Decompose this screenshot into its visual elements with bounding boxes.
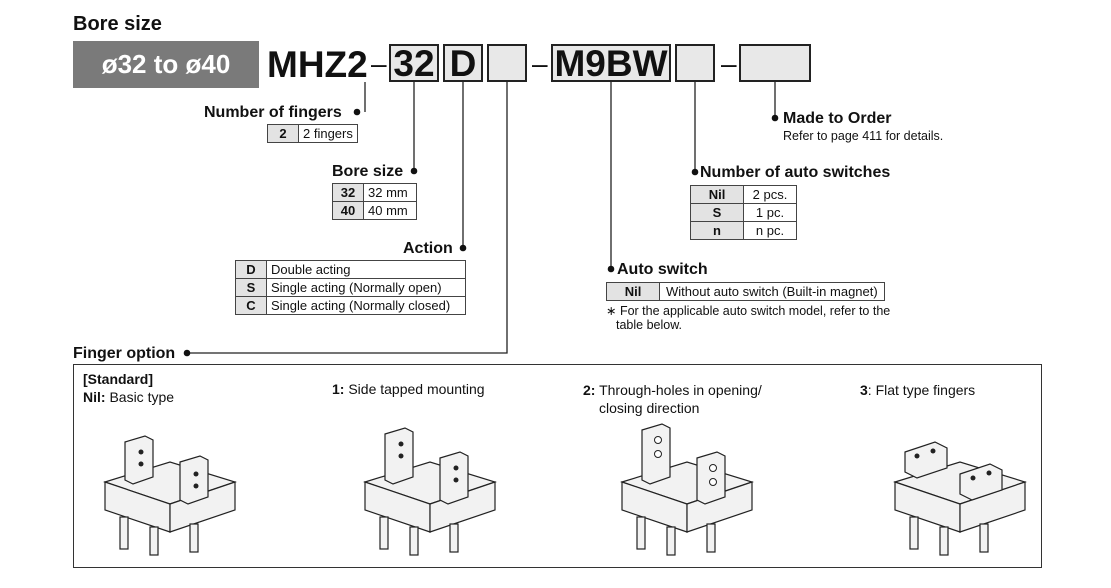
option-standard-heading: [Standard] [83, 371, 153, 387]
dash-1: – [371, 48, 387, 79]
option-3-text: : Flat type fingers [867, 382, 976, 398]
option-standard: [Standard] Nil: Basic type [83, 370, 174, 406]
option-3: 3: Flat type fingers [860, 381, 975, 399]
made-to-order-note: Refer to page 411 for details. [783, 129, 944, 143]
dot-auto-switch [607, 265, 615, 273]
table-row: C Single acting (Normally closed) [235, 296, 466, 315]
option-desc: Single acting (Normally closed) [266, 296, 466, 315]
auto-switch-code-box: M9BW [551, 44, 671, 82]
dot-action [459, 244, 467, 252]
option-nil-text: Basic type [105, 389, 175, 405]
option-key: Nil [606, 282, 660, 301]
auto-switch-table: Nil Without auto switch (Built-in magnet… [606, 282, 885, 301]
finger-option-panel [73, 364, 1042, 568]
auto-switch-note-line2: table below. [616, 318, 683, 332]
dot-finger-option [183, 349, 191, 357]
finger-option-code-box [487, 44, 527, 82]
dot-made-to-order [771, 114, 779, 122]
number-of-auto-switches-table: Nil 2 pcs. S 1 pc. n n pc. [690, 185, 797, 240]
dash-3: – [721, 48, 737, 79]
option-2-text: Through-holes in opening/ [595, 382, 762, 398]
option-key: S [235, 278, 267, 297]
option-2-code: 2: [583, 382, 596, 398]
option-desc: 2 fingers [298, 124, 358, 143]
option-key: C [235, 296, 267, 315]
gripper-basic-illustration [103, 435, 237, 556]
option-key: D [235, 260, 267, 279]
finger-option-label: Finger option [73, 345, 176, 362]
model-prefix: MHZ2 [267, 44, 368, 85]
number-of-fingers-label: Number of fingers [204, 104, 342, 121]
table-row: D Double acting [235, 260, 466, 279]
option-key: 40 [332, 201, 364, 220]
made-to-order-code-box [739, 44, 811, 82]
section-title: Bore size [73, 13, 162, 35]
bore-size-label: Bore size [332, 163, 404, 180]
auto-switch-label: Auto switch [617, 261, 708, 278]
table-row: S 1 pc. [690, 203, 797, 222]
dot-bore [410, 167, 418, 175]
table-row: n n pc. [690, 221, 797, 240]
dash-2: – [532, 48, 548, 79]
option-desc: 2 pcs. [743, 185, 797, 204]
option-desc: 1 pc. [743, 203, 797, 222]
option-key: n [690, 221, 744, 240]
option-2: 2: Through-holes in opening/ closing dir… [583, 381, 762, 417]
number-of-fingers-table: 2 2 fingers [267, 124, 358, 143]
made-to-order-label: Made to Order [783, 110, 892, 127]
option-2-text-line2: closing direction [599, 400, 700, 416]
option-desc: Single acting (Normally open) [266, 278, 466, 297]
option-key: S [690, 203, 744, 222]
table-row: Nil 2 pcs. [690, 185, 797, 204]
number-of-auto-switches-label: Number of auto switches [700, 164, 891, 181]
option-nil-code: Nil: [83, 389, 106, 405]
option-1-text: Side tapped mounting [344, 381, 485, 397]
table-row: 40 40 mm [332, 201, 417, 220]
option-desc: Double acting [266, 260, 466, 279]
gripper-flat-fingers-illustration [893, 441, 1027, 556]
switch-count-code-box [675, 44, 715, 82]
action-table: D Double acting S Single acting (Normall… [235, 260, 466, 315]
gripper-through-holes-illustration [620, 423, 754, 556]
option-key: Nil [690, 185, 744, 204]
option-desc: n pc. [743, 221, 797, 240]
leader-finger-option [187, 82, 508, 354]
bore-size-table: 32 32 mm 40 40 mm [332, 183, 417, 220]
option-1: 1: Side tapped mounting [332, 380, 485, 398]
option-key: 32 [332, 183, 364, 202]
option-desc: Without auto switch (Built-in magnet) [659, 282, 885, 301]
action-label: Action [403, 240, 453, 257]
table-row: 32 32 mm [332, 183, 417, 202]
dot-fingers [353, 108, 361, 116]
option-key: 2 [267, 124, 299, 143]
bore-range-label: ø32 to ø40 [73, 41, 259, 88]
table-row: Nil Without auto switch (Built-in magnet… [606, 282, 885, 301]
bore-code-box: 32 [389, 44, 439, 82]
option-1-code: 1: [332, 381, 345, 397]
option-desc: 32 mm [363, 183, 417, 202]
option-3-code: 3 [860, 382, 868, 398]
dot-switch-count [691, 168, 699, 176]
table-row: S Single acting (Normally open) [235, 278, 466, 297]
option-desc: 40 mm [363, 201, 417, 220]
auto-switch-note-line1: ∗ For the applicable auto switch model, … [606, 304, 891, 318]
action-code-box: D [443, 44, 483, 82]
gripper-side-tapped-illustration [363, 427, 497, 556]
table-row: 2 2 fingers [267, 124, 358, 143]
